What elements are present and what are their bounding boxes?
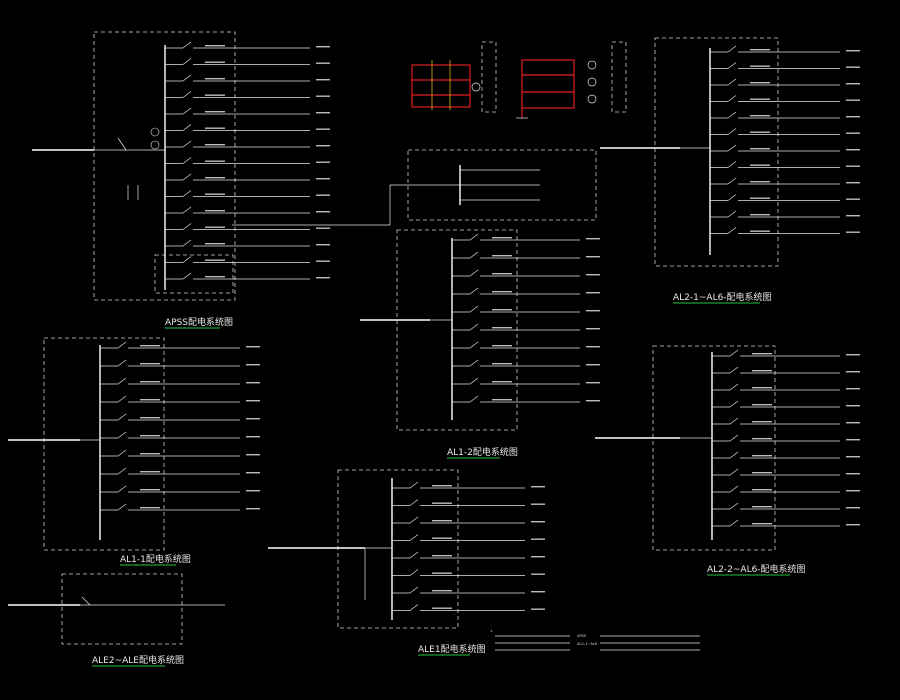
notes-line-2: APSS xyxy=(577,634,587,638)
al1-2-feeder-branch xyxy=(452,395,600,403)
notes-line-1: 1. xyxy=(490,629,493,633)
al2-1-feeder-branch xyxy=(710,194,860,201)
apss-feeder-branch xyxy=(165,272,330,280)
al1-2-feeder-branch xyxy=(452,251,600,259)
al2-1-feeder-branch xyxy=(710,128,860,135)
al1-2-feeder-branch xyxy=(452,287,600,295)
apss-feeder-branch xyxy=(165,91,330,98)
ale1-feeder-branch xyxy=(392,551,545,559)
apss-feeder-branch xyxy=(165,74,330,82)
al2-2-feeder-branch xyxy=(712,502,860,510)
al1-2-feeder-branch xyxy=(452,269,600,277)
al2-1-feeder-branch xyxy=(710,144,860,152)
al1-2-feeder-branch xyxy=(452,323,600,331)
al1-1-feeder-branch xyxy=(100,449,260,457)
al1-2-title: AL1-2配电系统图 xyxy=(447,446,518,458)
ale2-panel: ALE2~ALE配电系统图 xyxy=(8,573,225,667)
al2-2-feeder-branch xyxy=(712,366,860,374)
al1-1-panel: AL1-1配电系统图 xyxy=(8,337,260,566)
al2-2-feeder-branch xyxy=(712,485,860,493)
ale1-feeder-branch xyxy=(392,499,545,506)
al2-2-feeder-branch xyxy=(712,400,860,408)
al2-2-feeder-branch xyxy=(712,468,860,476)
al2-2-title: AL2-2~AL6-配电系统图 xyxy=(707,563,806,575)
al2-1-feeder-branch xyxy=(710,227,860,234)
al2-1-feeder-branch xyxy=(710,78,860,86)
al1-1-feeder-branch xyxy=(100,467,260,475)
ale1-panel: ALE1配电系统图 xyxy=(268,469,545,656)
al2-2-panel: AL2-2~AL6-配电系统图 xyxy=(595,345,860,576)
apss-feeder-branch xyxy=(165,190,330,197)
ale1-title: ALE1配电系统图 xyxy=(418,643,486,655)
apss-feeder-branch xyxy=(165,124,330,131)
apss-feeder-branch xyxy=(165,107,330,115)
al2-1-feeder-branch xyxy=(710,210,860,218)
apss-title: APSS配电系统图 xyxy=(165,316,233,328)
ale1-feeder-branch xyxy=(392,569,545,576)
al2-1-title: AL2-1~AL6-配电系统图 xyxy=(673,291,772,303)
apss-feeder-branch xyxy=(165,140,330,148)
notes-block: 1. APSS AL2-1~AL6 xyxy=(490,629,700,651)
apss-feeder-branch xyxy=(165,256,330,263)
ale2-title: ALE2~ALE配电系统图 xyxy=(92,654,184,666)
al2-2-feeder-branch xyxy=(712,451,860,459)
apss-feeder-branch xyxy=(165,157,330,164)
sub-panel-box xyxy=(232,149,597,226)
apss-feeder-branch xyxy=(165,41,330,49)
al2-1-feeder-branch xyxy=(710,45,860,53)
al2-2-feeder-branch xyxy=(712,519,860,527)
apss-feeder-branch xyxy=(165,206,330,214)
notes-line-3: AL2-1~AL6 xyxy=(577,642,598,646)
ale1-feeder-branch xyxy=(392,481,545,489)
al2-1-feeder-branch xyxy=(710,111,860,119)
al2-2-feeder-branch xyxy=(712,383,860,391)
control-circuit-diagram xyxy=(411,41,627,119)
ale1-feeder-branch xyxy=(392,604,545,611)
al1-2-feeder-branch xyxy=(452,305,600,313)
apss-feeder-branch xyxy=(165,58,330,65)
ale1-feeder-branch xyxy=(392,586,545,594)
apss-panel: APSS配电系统图 xyxy=(32,31,330,329)
apss-feeder-branch xyxy=(165,173,330,181)
al2-2-feeder-branch xyxy=(712,434,860,442)
al2-1-panel: AL2-1~AL6-配电系统图 xyxy=(600,37,860,304)
al2-1-feeder-branch xyxy=(710,95,860,102)
al2-1-feeder-branch xyxy=(710,161,860,168)
al2-1-feeder-branch xyxy=(710,177,860,185)
apss-feeder-branch xyxy=(165,239,330,247)
al1-2-feeder-branch xyxy=(452,233,600,241)
al1-1-feeder-branch xyxy=(100,377,260,385)
al2-2-feeder-branch xyxy=(712,417,860,425)
apss-feeder-branch xyxy=(165,223,330,230)
al1-2-feeder-branch xyxy=(452,359,600,367)
al1-1-title: AL1-1配电系统图 xyxy=(120,553,191,565)
al1-2-panel: AL1-2配电系统图 xyxy=(360,229,600,459)
ale1-feeder-branch xyxy=(392,534,545,541)
al1-1-feeder-branch xyxy=(100,485,260,493)
al1-1-feeder-branch xyxy=(100,395,260,403)
al2-1-feeder-branch xyxy=(710,62,860,69)
al1-1-feeder-branch xyxy=(100,431,260,439)
al1-1-feeder-branch xyxy=(100,359,260,367)
al1-2-feeder-branch xyxy=(452,377,600,385)
al1-2-feeder-branch xyxy=(452,341,600,349)
al1-1-feeder-branch xyxy=(100,413,260,421)
al1-1-feeder-branch xyxy=(100,503,260,511)
ale1-feeder-branch xyxy=(392,516,545,524)
al2-2-feeder-branch xyxy=(712,349,860,357)
al1-1-feeder-branch xyxy=(100,341,260,349)
